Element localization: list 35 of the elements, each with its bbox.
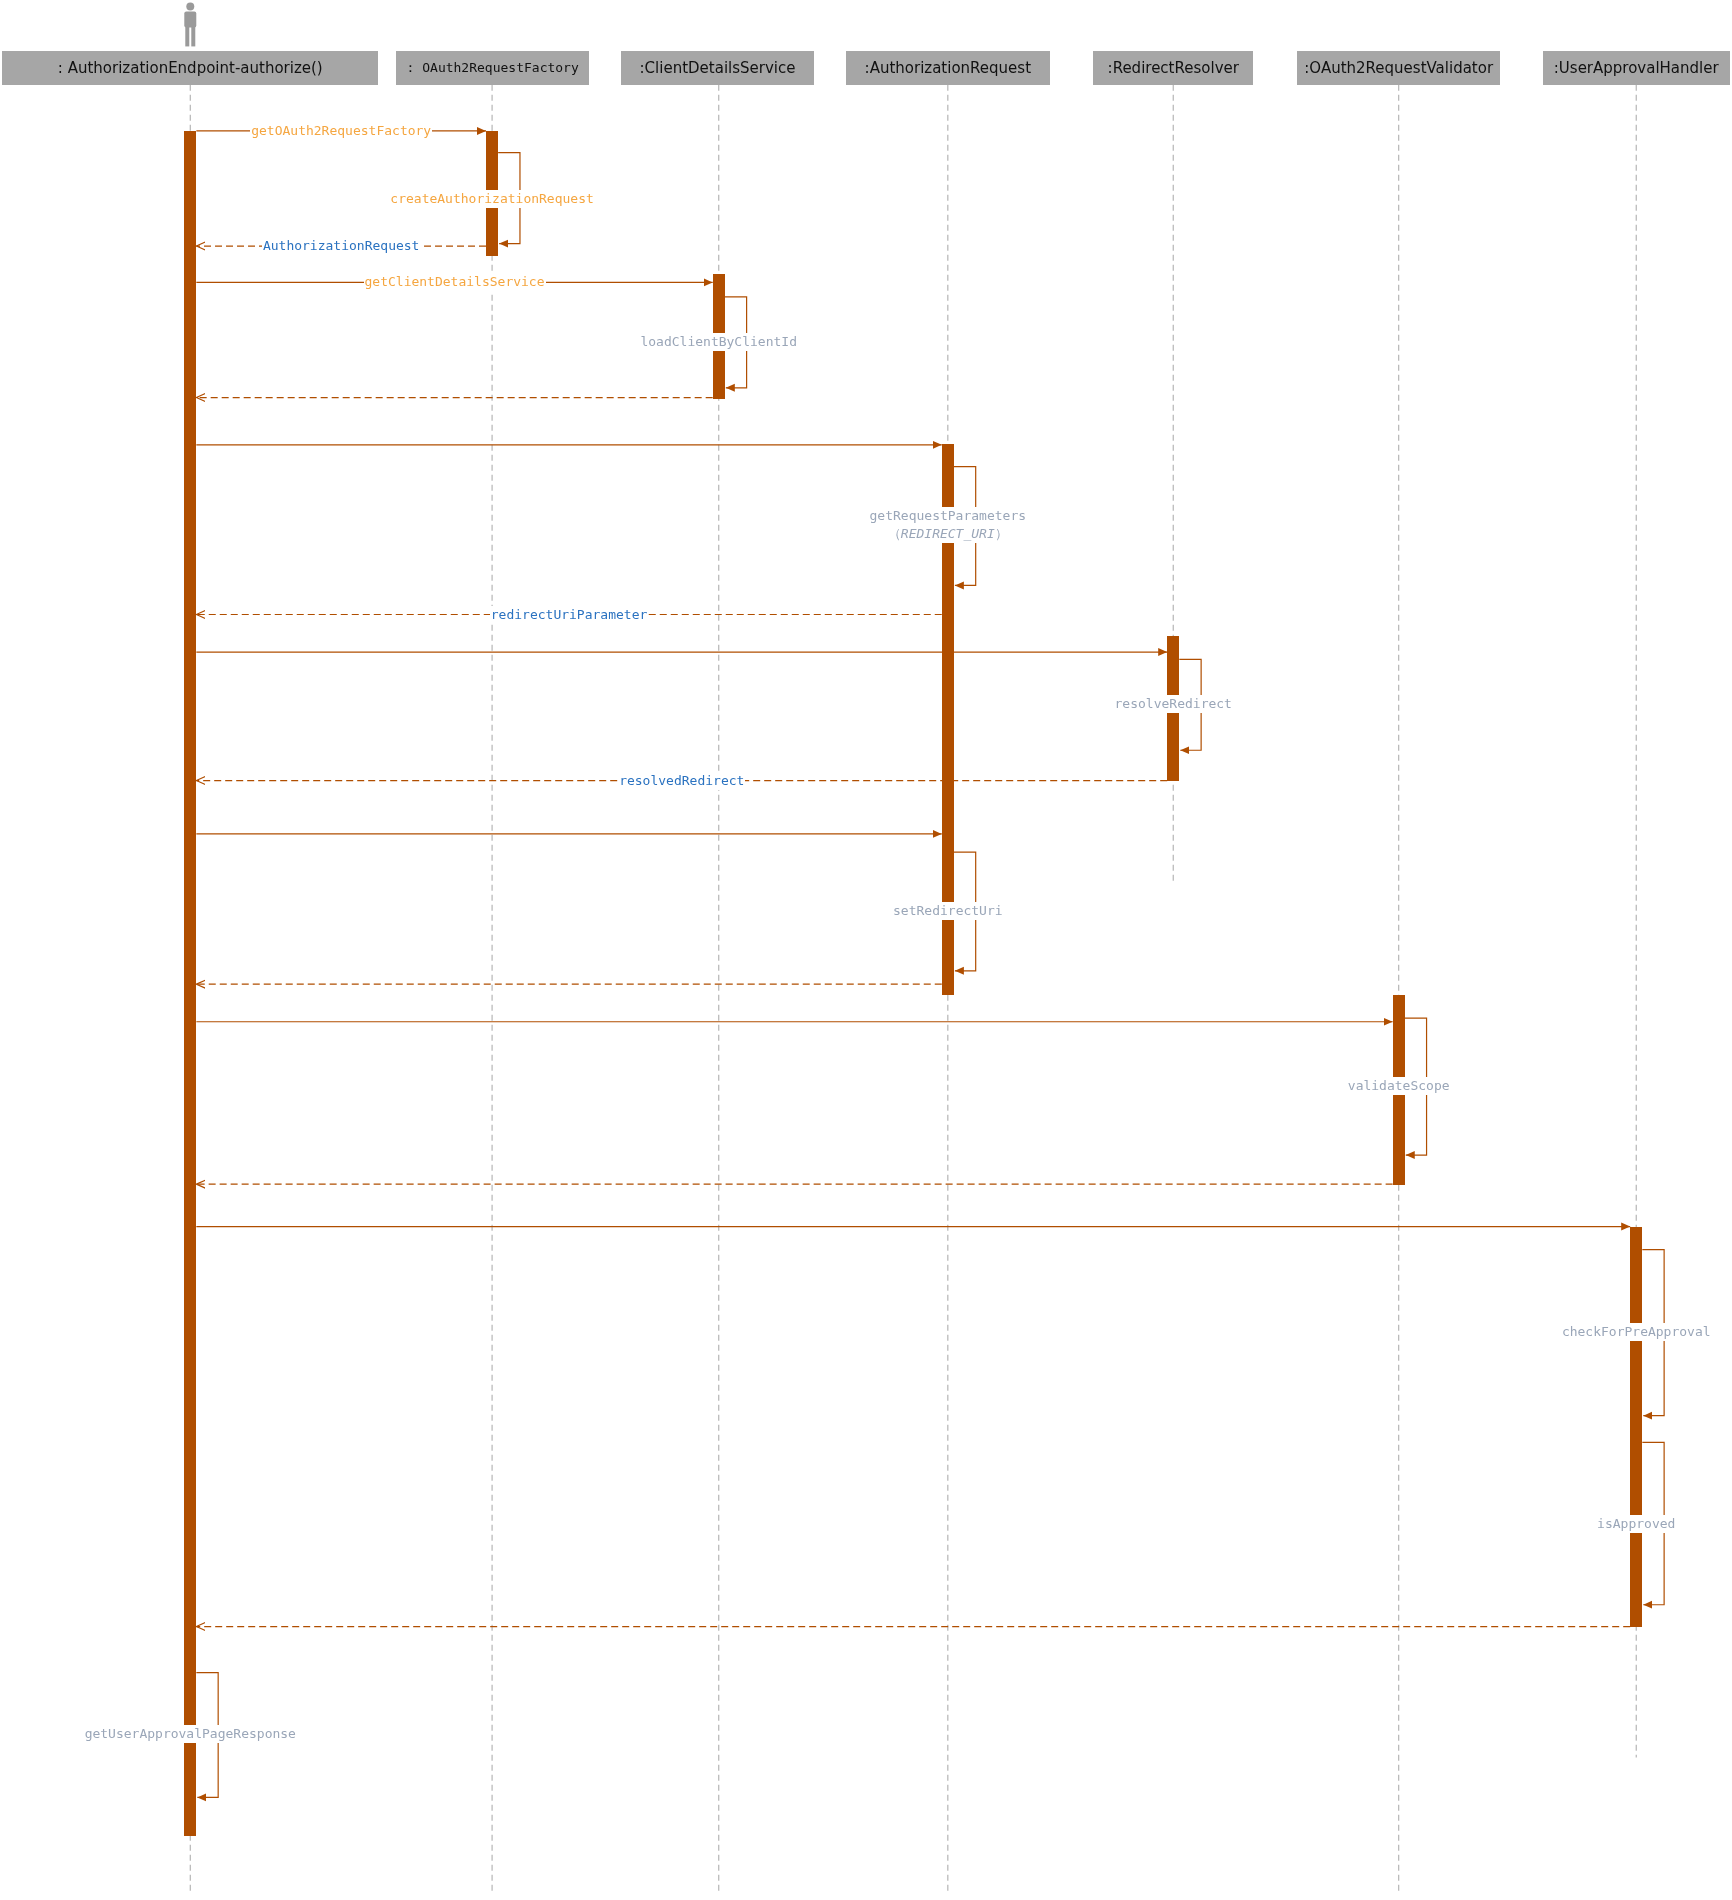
message-label: setRedirectUri <box>892 902 1004 921</box>
return-arrow <box>195 392 714 403</box>
message-arrow <box>195 1017 1394 1026</box>
return-arrow <box>195 1179 1394 1189</box>
message-label: checkForPreApproval <box>1560 1323 1712 1341</box>
return-arrow <box>195 1621 1631 1632</box>
message-label: resolvedRedirect <box>618 771 746 790</box>
message-arrow <box>195 440 943 449</box>
message-label: isApproved <box>1596 1514 1677 1533</box>
message-label: validateScope <box>1346 1077 1451 1095</box>
message-label: getUserApprovalPageResponse <box>83 1725 297 1744</box>
message-label: redirectUriParameter <box>489 605 649 624</box>
self-call-arrow <box>1178 658 1202 755</box>
message-label: AuthorizationRequest <box>261 237 421 256</box>
self-call-arrow <box>724 296 748 392</box>
lifeline-header: :AuthorizationRequest <box>846 50 1050 85</box>
message-label: loadClientByClientId <box>639 332 798 351</box>
self-call-arrow <box>953 851 977 975</box>
message-arrow <box>195 829 943 838</box>
self-call-arrow <box>1641 1249 1665 1420</box>
self-call-arrow <box>195 1672 219 1802</box>
lifeline-header: : OAuth2RequestFactory <box>396 50 590 85</box>
self-call-arrow <box>1641 1441 1665 1609</box>
return-arrow <box>195 979 943 989</box>
message-label: createAuthorizationRequest <box>389 189 595 208</box>
lifeline-header: :UserApprovalHandler <box>1542 50 1730 85</box>
self-call-arrow <box>1404 1017 1428 1160</box>
message-label: resolveRedirect <box>1113 695 1233 714</box>
message-arrow <box>195 1222 1631 1231</box>
lifeline-header: :OAuth2RequestValidator <box>1296 50 1501 85</box>
lifeline-header: : AuthorizationEndpoint-authorize() <box>2 50 379 85</box>
message-label: getClientDetailsService <box>363 273 546 292</box>
lifeline-header: :RedirectResolver <box>1093 50 1254 85</box>
lifeline-header: :ClientDetailsService <box>620 50 815 85</box>
message-arrow <box>195 648 1168 657</box>
